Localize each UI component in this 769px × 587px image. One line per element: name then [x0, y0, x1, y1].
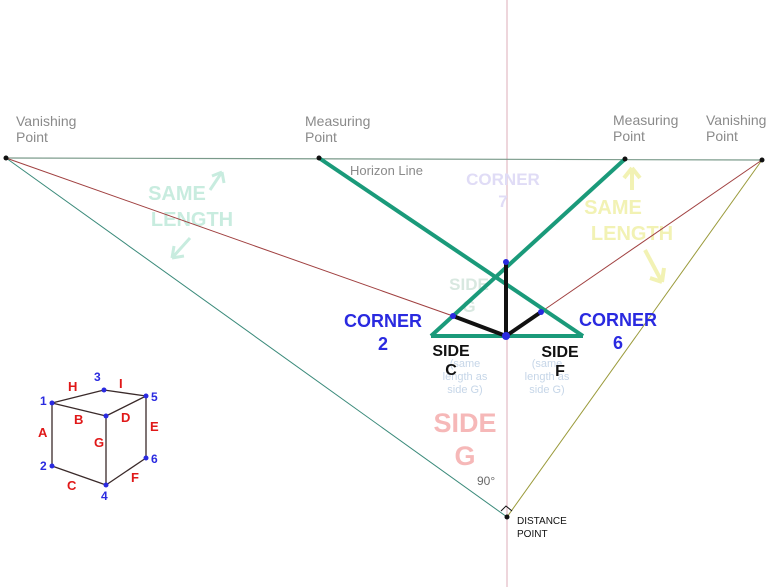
cube-corner-7-dot [103, 413, 109, 419]
horizon-line [5, 157, 763, 161]
ghost-same-length-right-1: SAME [584, 197, 642, 219]
ghost-note-left-1: (same [450, 358, 481, 370]
cube-edge-2-4 [51, 465, 107, 486]
ghost-corner-7-word: CORNER [466, 170, 540, 189]
cube-edge-1-7 [51, 402, 107, 417]
left-measuring-point-dot [316, 155, 322, 161]
right-vp-to-distance-point-line [506, 159, 763, 518]
vanishing-point-left-label-1: Vanishing [16, 113, 76, 129]
side-c-label-letter: C [445, 362, 457, 379]
ghost-note-right-1: (same [532, 358, 563, 370]
right-vanishing-point-dot [759, 157, 765, 163]
cube-side-i-label: I [119, 376, 123, 391]
corner-6-label-word: CORNER [579, 310, 657, 330]
cube-side-c-label: C [67, 478, 77, 493]
corner-2-point [450, 313, 456, 319]
right-measuring-line [429, 157, 627, 338]
ghost-arrow-left-down-icon [170, 236, 192, 260]
cube-side-g-label: G [94, 435, 104, 450]
left-vp-to-corner-2-line [5, 157, 454, 317]
cube-corner-4-dot [103, 482, 109, 488]
left-measuring-line [317, 156, 585, 338]
corner-2-label-number: 2 [378, 334, 388, 354]
cube-corner-3-label: 3 [94, 370, 101, 384]
ghost-corner-7-number: 7 [498, 192, 507, 211]
cube-side-d-label: D [121, 410, 130, 425]
cube-side-e-label: E [150, 419, 159, 434]
vanishing-point-left-label-2: Point [16, 129, 48, 145]
cube-corner-1-label: 1 [40, 394, 47, 408]
corner-7-point [503, 259, 509, 265]
measuring-point-right-label-1: Measuring [613, 112, 678, 128]
side-c-label-word: SIDE [432, 343, 470, 360]
cube-corner-2-dot [49, 463, 55, 469]
side-f-label-word: SIDE [541, 344, 579, 361]
side-f-edge [504, 310, 543, 338]
right-measuring-point-dot [622, 156, 628, 162]
corner-2-label-word: CORNER [344, 311, 422, 331]
distance-point-label-1: DISTANCE [517, 516, 567, 527]
cube-corner-1-dot [49, 400, 55, 406]
cube-key: 1 2 3 4 5 6 A B C D E F G H I [38, 370, 159, 503]
ghost-same-length-right-2: LENGTH [591, 223, 673, 245]
side-c-edge [452, 314, 507, 338]
distance-point-dot [504, 514, 510, 520]
cube-corner-4-label: 4 [101, 489, 108, 503]
cube-corner-3-dot [101, 387, 107, 393]
ghost-same-length-left-2: LENGTH [151, 209, 233, 231]
horizon-line-label: Horizon Line [350, 163, 423, 178]
corner-6-point [538, 309, 544, 315]
right-vp-to-corner-6-line [540, 159, 763, 313]
corner-4-point [502, 332, 510, 340]
ghost-note-right-3: side G) [529, 384, 564, 396]
cube-side-a-label: A [38, 425, 48, 440]
distance-point-label-2: POINT [517, 529, 548, 540]
ghost-arrow-right-down-icon [643, 249, 666, 284]
ghost-side-g-big-word: SIDE [433, 408, 496, 438]
cube-edge-1-3 [51, 389, 105, 404]
measuring-point-right-label-2: Point [613, 128, 645, 144]
ghost-same-length-left-1: SAME [148, 183, 206, 205]
ghost-note-left-2: length as [443, 371, 488, 383]
ghost-labels: SAME LENGTH SAME LENGTH CORNER 7 SIDE G … [148, 166, 673, 471]
cube-side-f-label: F [131, 470, 139, 485]
side-f-label-letter: F [555, 363, 565, 380]
ghost-side-g-big-letter: G [454, 441, 475, 471]
cube-side-b-label: B [74, 412, 83, 427]
top-labels: Vanishing Point Measuring Point Measurin… [16, 112, 766, 145]
cube-corner-6-label: 6 [151, 452, 158, 466]
cube-corner-6-dot [143, 455, 149, 461]
ghost-note-right-2: length as [525, 371, 570, 383]
cube-corner-5-dot [143, 393, 149, 399]
corner-6-label-number: 6 [613, 333, 623, 353]
right-angle-marker-icon [500, 505, 513, 512]
ghost-arrow-left-up-icon [208, 170, 226, 191]
vanishing-point-right-label-1: Vanishing [706, 112, 766, 128]
cube-corner-5-label: 5 [151, 390, 158, 404]
vanishing-point-right-label-2: Point [706, 128, 738, 144]
left-vp-to-distance-point-line [5, 157, 508, 518]
cube-edge-7-5 [105, 395, 147, 417]
cube-edge-3-5 [103, 389, 147, 397]
cube-edge-4-6 [105, 457, 147, 486]
left-vanishing-point-dot [3, 155, 9, 161]
cube-side-h-label: H [68, 379, 77, 394]
angle-90-label: 90° [477, 474, 495, 488]
measuring-point-left-label-1: Measuring [305, 113, 370, 129]
measuring-point-left-label-2: Point [305, 129, 337, 145]
ghost-side-g-small-word: SIDE [449, 275, 489, 294]
ghost-note-left-3: side G) [447, 384, 482, 396]
cube-corner-2-label: 2 [40, 459, 47, 473]
ghost-arrow-right-up-icon [622, 166, 642, 190]
